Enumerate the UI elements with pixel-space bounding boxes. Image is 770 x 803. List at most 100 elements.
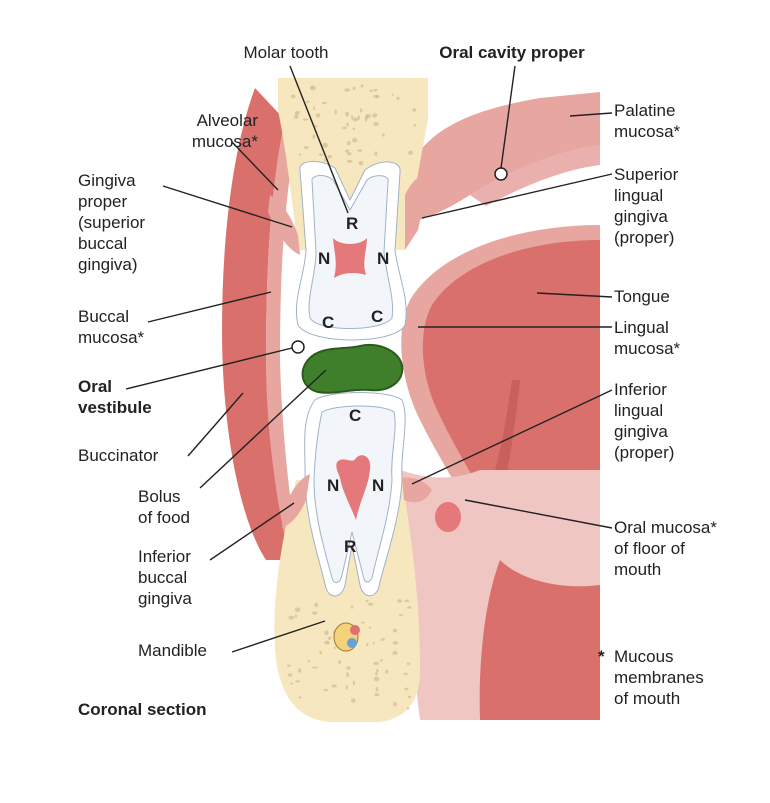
bone-texture-dot (288, 615, 295, 620)
bone-texture-dot (294, 614, 298, 618)
label-line: Oral (78, 377, 112, 396)
lower-molar-pulp (336, 455, 371, 520)
mouth-floor (400, 470, 600, 720)
buccinator-muscle (222, 88, 290, 560)
cheek (222, 88, 300, 560)
label-line: Oral mucosa* (614, 518, 717, 537)
label-line: Inferior (138, 547, 191, 566)
neurovascular-bundle (333, 622, 360, 652)
bone-texture-dot (347, 140, 351, 146)
leader-buccinator (187, 392, 244, 457)
bone-texture-dot (293, 115, 299, 119)
bone-texture-dot (321, 101, 327, 105)
bone-texture-dot (352, 680, 355, 686)
label-buccinator: Buccinator (78, 446, 159, 465)
upper-crown-right-letter: C (371, 307, 383, 326)
bone-texture-dot (345, 149, 349, 153)
label-line: gingiva) (78, 255, 138, 274)
bone-texture-dot (358, 161, 364, 166)
bone-texture-dot (312, 611, 318, 615)
label-molar-tooth: Molar tooth (243, 43, 328, 62)
bone-texture-dot (392, 641, 399, 645)
bone-texture-dot (406, 707, 410, 710)
label-line: Mandible (138, 641, 207, 660)
bone-texture-dot (298, 153, 302, 156)
leader-mandible (231, 620, 326, 653)
bone-texture-dot (303, 146, 310, 149)
label-line: vestibule (78, 398, 152, 417)
bone-texture-dot (373, 88, 378, 92)
oral-cavity-proper-marker (494, 167, 508, 181)
bone-texture-dot (346, 122, 349, 127)
bone-texture-dot (294, 607, 301, 613)
label-tongue: Tongue (614, 287, 670, 306)
bone-texture-dot (357, 149, 363, 152)
label-line: Buccal (78, 307, 129, 326)
lower-crown-letter: C (349, 406, 361, 425)
label-line: Oral cavity proper (439, 43, 585, 62)
upper-molar-pulp (333, 238, 367, 278)
bone-texture-dot (359, 108, 363, 113)
bolus-of-food (301, 344, 404, 394)
label-line: proper (78, 192, 127, 211)
label-line: of food (138, 508, 190, 527)
upper-root-letter: R (346, 214, 358, 233)
bone-texture-dot (290, 682, 294, 685)
leader-gingiva-proper (162, 185, 293, 228)
bone-texture-dot (379, 659, 383, 662)
leader-oral-vestibule (125, 347, 293, 390)
bone-texture-dot (372, 113, 378, 118)
bone-texture-dot (380, 638, 385, 641)
bone-texture-dot (374, 693, 380, 697)
bone-texture-dot (305, 100, 310, 103)
mandible-texture (287, 599, 412, 710)
label-mandible: Mandible (138, 641, 207, 660)
bone-texture-dot (313, 106, 316, 111)
bone-texture-dot (407, 695, 412, 699)
bone-texture-dot (294, 111, 299, 116)
leader-palatine-mucosa (569, 112, 613, 117)
bone-texture-dot (407, 606, 412, 609)
label-line: Alveolar (197, 111, 259, 130)
bone-texture-dot (298, 696, 302, 699)
label-line: gingiva (138, 589, 192, 608)
bone-texture-dot (404, 599, 410, 602)
bone-texture-dot (324, 630, 329, 636)
leader-oral-cavity-proper (500, 65, 516, 169)
label-line: mucosa* (614, 339, 681, 358)
bone-texture-dot (397, 599, 403, 603)
label-line: mucosa* (192, 132, 259, 151)
bone-texture-dot (287, 664, 291, 667)
bone-texture-dot (357, 115, 360, 120)
bone-texture-dot (352, 117, 359, 122)
label-line: gingiva (614, 422, 668, 441)
bone-texture-dot (342, 126, 347, 130)
bone-texture-dot (385, 669, 389, 674)
bone-texture-dot (347, 152, 352, 156)
bone-texture-dot (404, 687, 409, 691)
bone-texture-dot (368, 626, 372, 629)
leader-inferior-buccal-gingiva (209, 502, 295, 561)
label-line: Superior (614, 165, 679, 184)
bone-texture-dot (334, 109, 337, 115)
footnote-marker: * (598, 647, 605, 666)
bone-texture-dot (310, 85, 316, 91)
bone-texture-dot (346, 672, 349, 678)
bone-texture-dot (327, 155, 332, 159)
labels: Molar tooth Oral cavity proper Alveolar m… (78, 43, 717, 719)
bone-texture-dot (323, 688, 329, 692)
label-line: Buccinator (78, 446, 159, 465)
title-coronal-section: Coronal section (78, 700, 206, 719)
label-line: Tongue (614, 287, 670, 306)
tongue-muscle (422, 240, 600, 500)
bone-texture-dot (373, 676, 380, 682)
bone-texture-dot (312, 134, 316, 139)
tooth-region-letters: R N N C C C N N R (318, 214, 389, 556)
bone-texture-dot (345, 111, 350, 117)
